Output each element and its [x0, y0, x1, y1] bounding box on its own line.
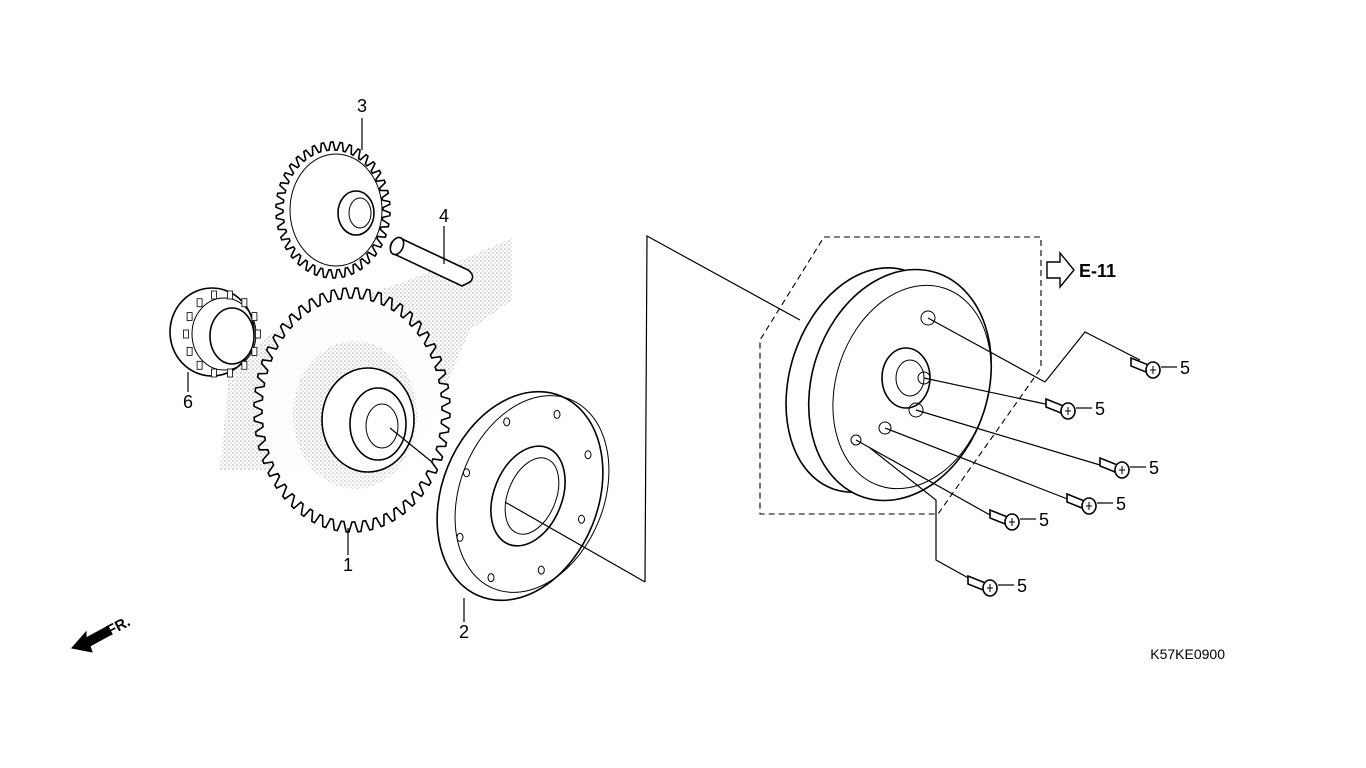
- gear-1[interactable]: 1: [253, 287, 451, 575]
- callout-5-a: 5: [1180, 358, 1190, 378]
- bearing-roller: [227, 368, 233, 378]
- callout-5-e: 5: [1039, 510, 1049, 530]
- bearing-roller: [251, 312, 258, 322]
- bearing-roller: [241, 298, 248, 308]
- bolt-5-e[interactable]: 5: [989, 508, 1049, 531]
- bearing-roller: [211, 290, 217, 300]
- clutch-hole: [487, 573, 495, 583]
- callout-5-b: 5: [1095, 399, 1105, 419]
- bearing-roller: [186, 312, 193, 322]
- front-direction-indicator: FR.: [71, 613, 133, 653]
- bearing-roller: [183, 329, 189, 339]
- assembly-line: [644, 234, 801, 583]
- bolt-5-c[interactable]: 5: [1099, 456, 1159, 479]
- reference-e-11[interactable]: E-11: [1046, 251, 1116, 289]
- clutch-hole: [503, 417, 511, 427]
- gear-3[interactable]: 3: [275, 96, 391, 279]
- bolt-5-b[interactable]: 5: [1045, 397, 1105, 420]
- callout-2: 2: [459, 622, 469, 642]
- starter-clutch-2[interactable]: 2: [407, 367, 646, 642]
- pin-4[interactable]: 4: [388, 206, 474, 287]
- clutch-hole: [463, 468, 470, 478]
- callout-1: 1: [343, 555, 353, 575]
- bearing-roller: [251, 346, 258, 356]
- callout-4: 4: [439, 206, 449, 226]
- bearing-6[interactable]: 6: [169, 287, 261, 412]
- bearing-roller: [227, 290, 233, 300]
- callout-6: 6: [183, 392, 193, 412]
- diagram-code: K57KE0900: [1150, 646, 1225, 662]
- bearing-roller: [255, 329, 261, 339]
- bolt-5-f[interactable]: 5: [967, 574, 1027, 597]
- bearing-roller: [196, 360, 203, 370]
- flywheel-rotor[interactable]: [758, 236, 1141, 581]
- bearing-roller: [241, 360, 248, 370]
- clutch-hole: [584, 450, 592, 460]
- clutch-hole: [537, 565, 545, 575]
- clutch-hole: [456, 532, 464, 542]
- bolt-5-d[interactable]: 5: [1066, 492, 1126, 515]
- right-arrow-icon: [1046, 251, 1075, 289]
- clutch-hole: [578, 514, 585, 524]
- callout-5-d: 5: [1116, 494, 1126, 514]
- bearing-roller: [186, 346, 193, 356]
- callout-5-c: 5: [1149, 458, 1159, 478]
- bearing-roller: [196, 298, 203, 308]
- reference-label: E-11: [1079, 261, 1116, 281]
- clutch-hole: [553, 409, 561, 419]
- bolt-5-a[interactable]: 5: [1130, 356, 1190, 379]
- callout-3: 3: [357, 96, 367, 116]
- callout-5-f: 5: [1017, 576, 1027, 596]
- bearing-roller: [211, 368, 217, 378]
- front-arrow-icon: [71, 625, 113, 653]
